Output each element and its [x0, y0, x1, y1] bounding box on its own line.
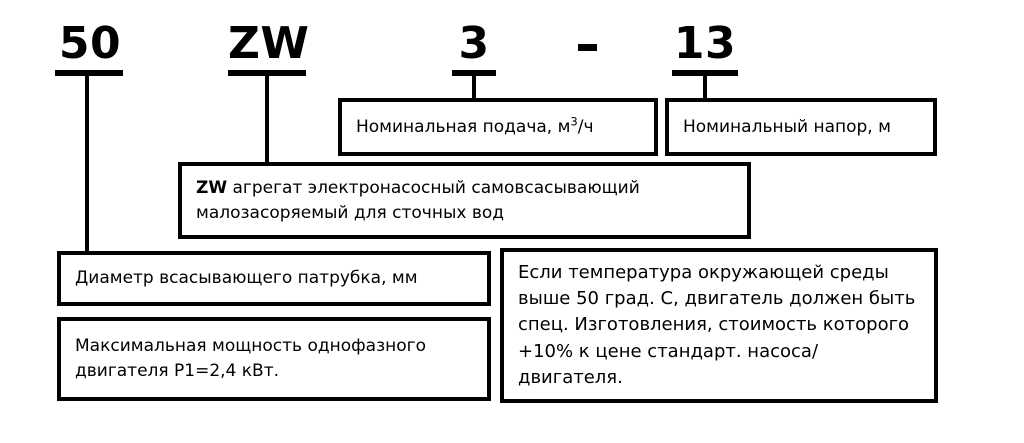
- callout-box-series: ZW агрегат электронасосный самовсасывающ…: [178, 162, 751, 239]
- unit-superscript: 3: [570, 114, 578, 129]
- code-separator-dash: [578, 44, 597, 51]
- connector-suction-diameter: [85, 70, 89, 252]
- callout-text-suction-diameter: Диаметр всасывающего патрубка, мм: [75, 268, 418, 289]
- callout-text-head: Номинальный напор, м: [683, 116, 891, 137]
- series-code-bold: ZW: [196, 177, 228, 198]
- connector-head: [703, 70, 707, 100]
- code-token-series: ZW: [228, 18, 310, 69]
- callout-box-head: Номинальный напор, м: [665, 98, 937, 156]
- code-token-suction-diameter: 50: [58, 18, 122, 69]
- callout-text-temperature-note: Если температура окружающей среды выше 5…: [518, 262, 916, 388]
- series-description: агрегат электронасосный самовсасывающий …: [196, 177, 640, 223]
- callout-box-flow: Номинальная подача, м3/ч: [338, 98, 658, 156]
- connector-flow: [472, 70, 476, 100]
- callout-box-motor-power: Максимальная мощность однофазного двигат…: [57, 317, 491, 401]
- callout-text-series: ZW агрегат электронасосный самовсасывающ…: [182, 176, 747, 225]
- code-token-head: 13: [673, 18, 737, 69]
- code-token-flow: 3: [458, 18, 490, 69]
- connector-series: [265, 70, 269, 164]
- code-underline-suction-diameter: [55, 70, 123, 76]
- callout-text-motor-power: Максимальная мощность однофазного двигат…: [75, 336, 426, 381]
- callout-box-suction-diameter: Диаметр всасывающего патрубка, мм: [57, 251, 491, 306]
- callout-text-flow: Номинальная подача, м3/ч: [356, 114, 594, 137]
- callout-box-temperature-note: Если температура окружающей среды выше 5…: [500, 248, 938, 403]
